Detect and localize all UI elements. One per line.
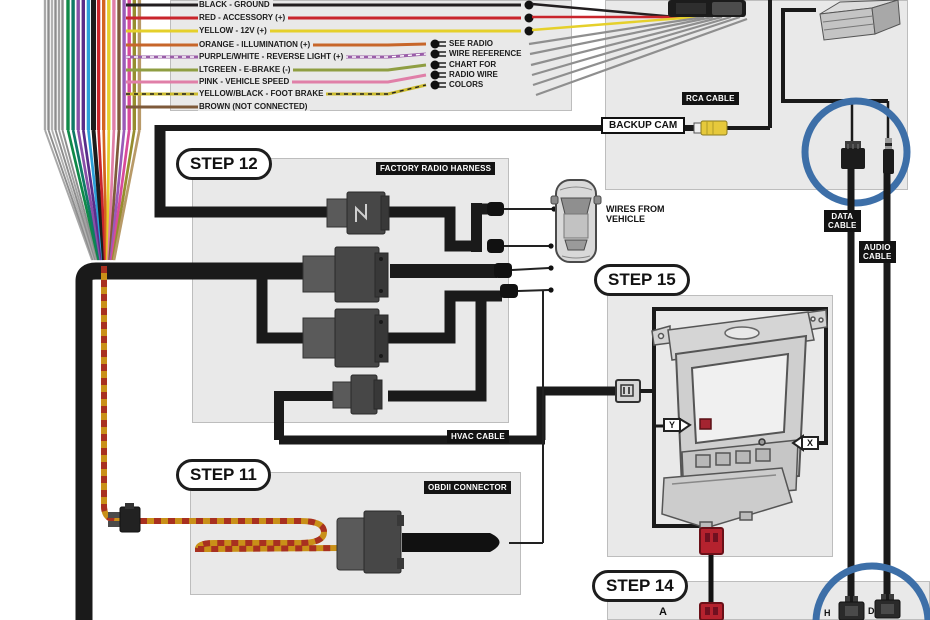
callout-y: Y [663, 418, 681, 432]
audio-cable-label: AUDIO CABLE [859, 241, 896, 263]
hvac-cable-label: HVAC CABLE [447, 430, 509, 443]
wire-row-label: BROWN (NOT CONNECTED) [198, 102, 311, 111]
backup-cam-label: BACKUP CAM [601, 117, 686, 134]
step12-label: STEP 12 [176, 148, 272, 180]
wires-from-vehicle-label: WIRES FROM VEHICLE [606, 204, 665, 224]
callout-h: H [824, 608, 831, 618]
twisted-pair-connector [108, 503, 141, 533]
step12-panel [192, 158, 509, 423]
left-wire-bundle [43, 0, 142, 261]
callout-d: D [868, 606, 875, 616]
callout-a: A [659, 606, 667, 618]
radio-note-line: SEE RADIO [447, 39, 496, 48]
wire-row-label: RED - ACCESSORY (+) [198, 13, 289, 22]
step14-label: STEP 14 [592, 570, 688, 602]
vehicle-top-view [550, 179, 602, 263]
wire-row-label: BLACK - GROUND [198, 0, 273, 9]
step15-panel [607, 295, 833, 557]
rca-cable-label: RCA CABLE [682, 92, 739, 105]
factory-radio-harness-label: FACTORY RADIO HARNESS [376, 162, 496, 175]
data-audio-cables [847, 168, 891, 604]
wire-row-label: PURPLE/WHITE - REVERSE LIGHT (+) [198, 52, 347, 61]
wire-row-label: YELLOW/BLACK - FOOT BRAKE [198, 89, 327, 98]
wire-row-label: LTGREEN - E-BRAKE (-) [198, 65, 294, 74]
data-cable-label: DATA CABLE [824, 210, 861, 232]
radio-note-line: COLORS [447, 80, 486, 89]
wire-row-label: YELLOW - 12V (+) [198, 26, 270, 35]
callout-x: X [801, 436, 819, 450]
step15-label: STEP 15 [594, 264, 690, 296]
radio-note-line: WIRE REFERENCE [447, 49, 524, 58]
top-right-panel [605, 0, 908, 190]
wire-row-label: PINK - VEHICLE SPEED [198, 77, 293, 86]
step11-label: STEP 11 [176, 459, 271, 491]
wire-row-label: ORANGE - ILLUMINATION (+) [198, 40, 314, 49]
radio-note-line: RADIO WIRE [447, 70, 500, 79]
radio-note-line: CHART FOR [447, 60, 499, 69]
obdii-connector-label: OBDII CONNECTOR [424, 481, 511, 494]
